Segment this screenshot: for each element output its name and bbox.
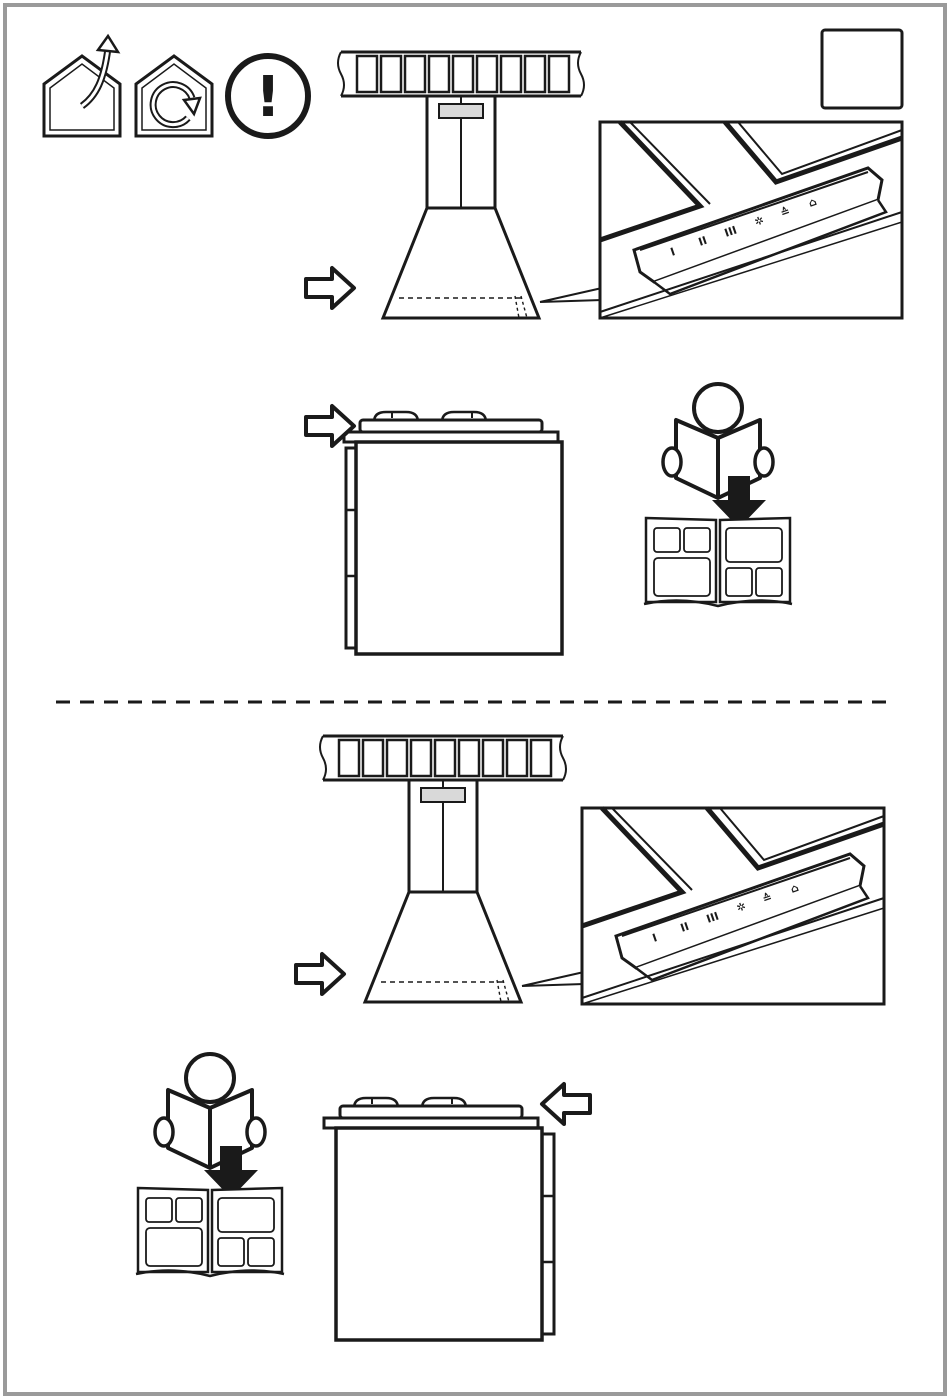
hob-cabinet [344, 412, 562, 654]
page-marker-box [822, 30, 902, 108]
warning-symbol: ! [255, 65, 281, 130]
control-panel-closeup: I II III ✲ ≙ ⌂ [582, 808, 884, 1004]
control-panel-closeup: I II III ✲ ≙ ⌂ [600, 122, 902, 318]
warning-icon: ! [228, 56, 308, 136]
hob-cabinet [324, 1098, 554, 1340]
